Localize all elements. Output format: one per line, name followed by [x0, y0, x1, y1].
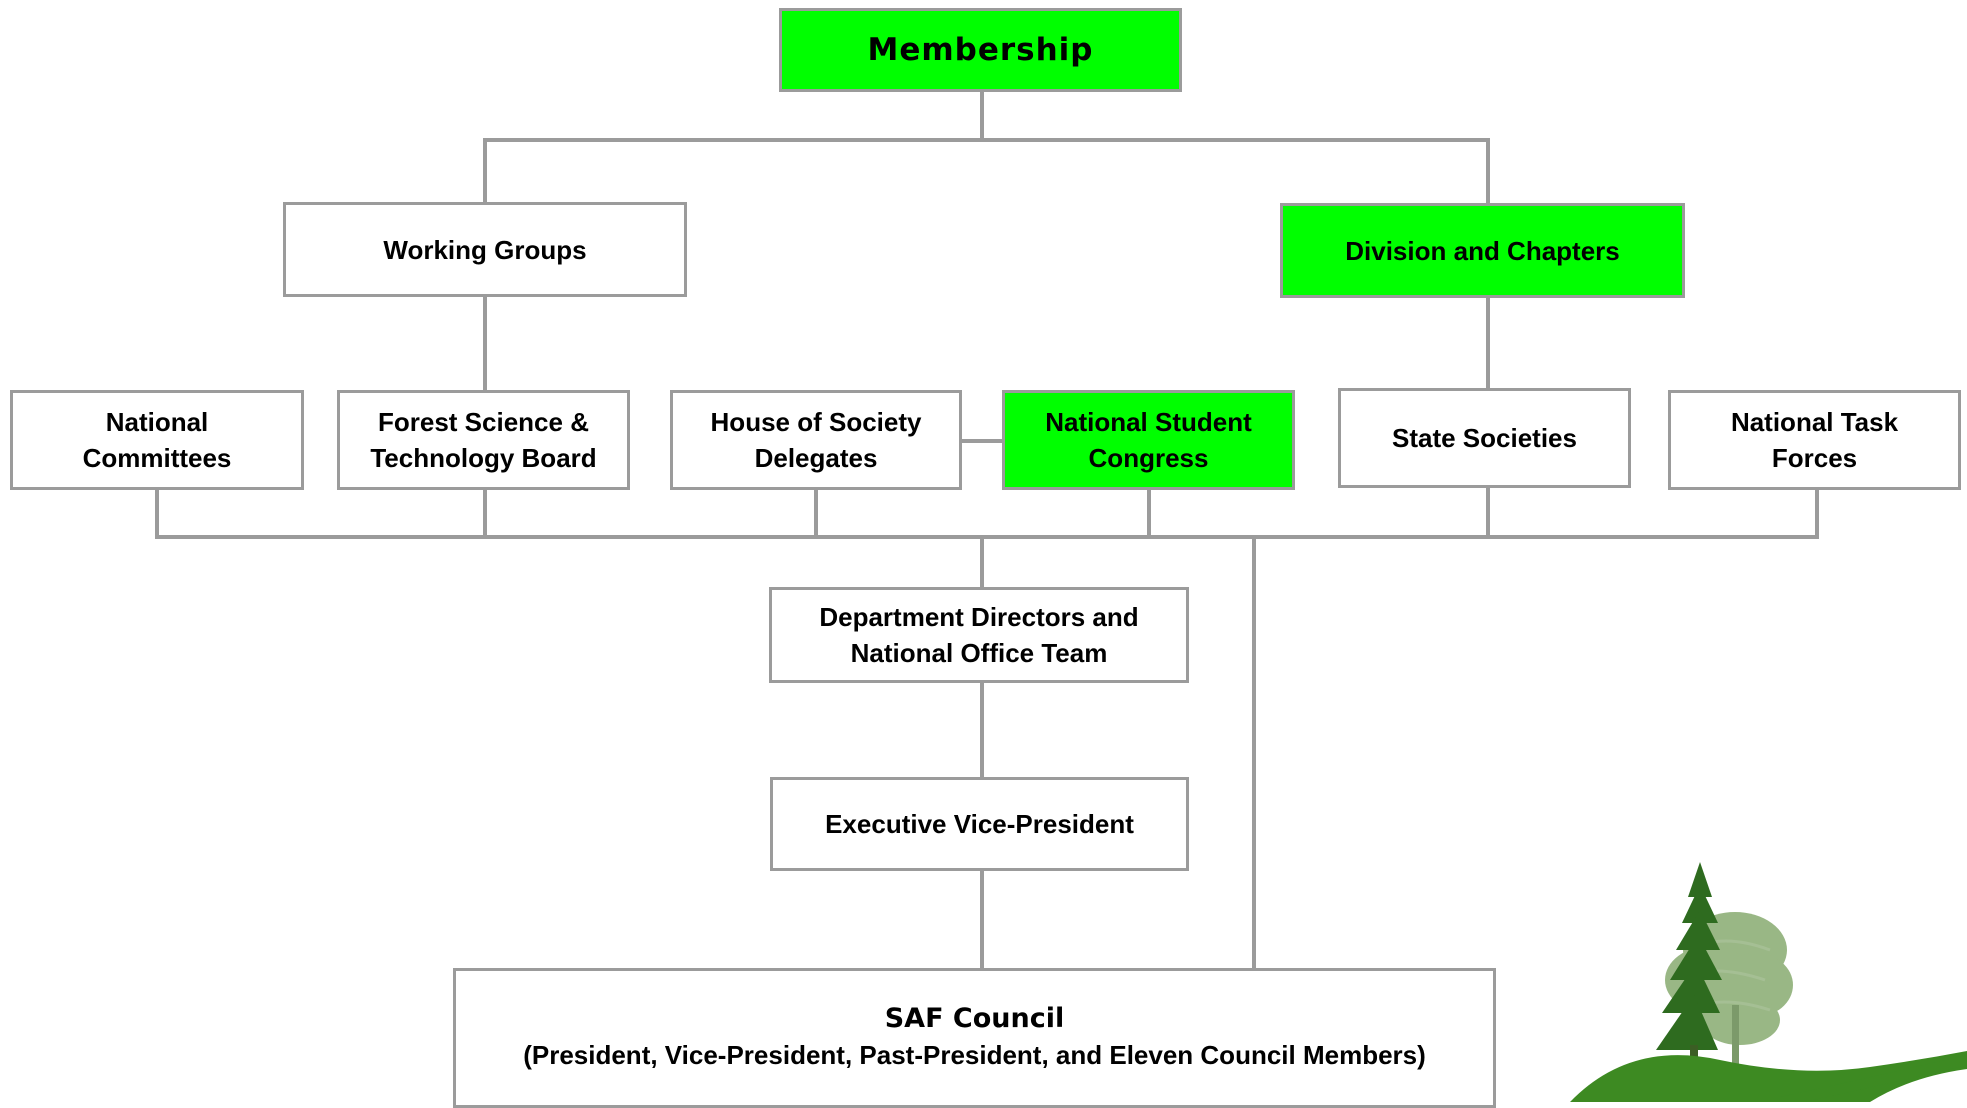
national-committees-label: National Committees [82, 407, 232, 473]
division-and-chapters-box: Division and Chapters [1280, 203, 1685, 298]
forest-science-board-box: Forest Science & Technology Board [337, 390, 630, 490]
department-directors-box: Department Directors and National Office… [769, 587, 1189, 683]
membership-label: Membership [867, 32, 1094, 68]
saf-council-members: (President, Vice-President, Past-Preside… [523, 1040, 1426, 1070]
national-task-forces-box: National Task Forces [1668, 390, 1961, 490]
national-student-congress-label: National Student Congress [1045, 407, 1252, 473]
membership-box: Membership [779, 8, 1182, 92]
tree-hill-logo-icon [1570, 862, 1967, 1102]
executive-vice-president-box: Executive Vice-President [770, 777, 1189, 871]
national-student-congress-box: National Student Congress [1002, 390, 1295, 490]
saf-council-title: SAF Council [884, 1003, 1065, 1034]
saf-council-box: SAF Council (President, Vice-President, … [453, 968, 1496, 1108]
state-societies-label: State Societies [1392, 423, 1577, 453]
forest-science-board-label: Forest Science & Technology Board [370, 407, 597, 473]
division-and-chapters-label: Division and Chapters [1345, 235, 1620, 266]
executive-vice-president-label: Executive Vice-President [825, 809, 1134, 839]
national-committees-box: National Committees [10, 390, 304, 490]
working-groups-label: Working Groups [383, 234, 587, 265]
department-directors-label: Department Directors and National Office… [819, 602, 1139, 668]
state-societies-box: State Societies [1338, 388, 1631, 488]
house-of-society-delegates-box: House of Society Delegates [670, 390, 962, 490]
house-of-society-delegates-label: House of Society Delegates [710, 407, 922, 473]
national-task-forces-label: National Task Forces [1730, 407, 1899, 473]
working-groups-box: Working Groups [283, 202, 687, 297]
